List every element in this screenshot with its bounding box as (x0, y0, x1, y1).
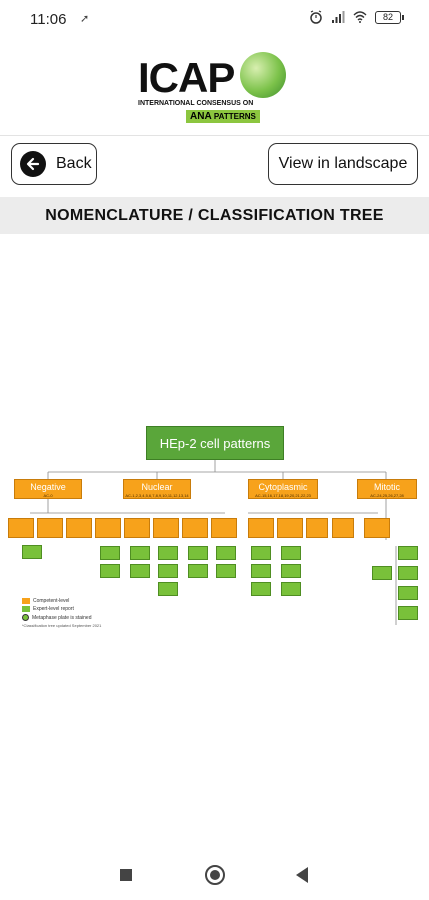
leaf-pattern-node[interactable] (158, 582, 178, 596)
globe-icon (240, 52, 286, 98)
view-landscape-button[interactable]: View in landscape (268, 143, 418, 185)
sub-pattern-node[interactable] (8, 518, 34, 538)
logo-title: ICAP (138, 54, 235, 101)
back-label: Back (56, 155, 92, 172)
leaf-pattern-node[interactable] (130, 564, 150, 578)
leaf-pattern-node[interactable] (216, 564, 236, 578)
sub-pattern-node[interactable] (37, 518, 63, 538)
leaf-pattern-node[interactable] (188, 546, 208, 560)
sub-pattern-node[interactable] (332, 518, 354, 538)
sub-pattern-node[interactable] (306, 518, 328, 538)
legend-label: Metaphase plate is stained (32, 614, 92, 621)
legend-row: Expert-level report (22, 606, 101, 612)
classification-tree[interactable]: HEp-2 cell patterns Negative AC-0 Nuclea… (0, 420, 429, 660)
tree-connectors (30, 460, 397, 625)
legend-swatch-green (22, 606, 30, 612)
logo-ana: ANA (190, 111, 212, 122)
category-label: Mitotic (373, 482, 400, 492)
logo-ana-badge: ANA PATTERNS (186, 110, 260, 123)
legend-label: Competent-level (33, 598, 70, 604)
category-mitotic[interactable]: Mitotic AC-24,25,26,27,28 (357, 479, 417, 499)
leaf-pattern-node[interactable] (281, 564, 301, 578)
category-cytoplasmic[interactable]: Cytoplasmic AC-15,16,17,18,19,20,21,22,2… (248, 479, 318, 499)
leaf-pattern-node[interactable] (188, 564, 208, 578)
status-time: 11:06 (30, 11, 67, 28)
back-triangle-icon[interactable] (296, 867, 308, 883)
landscape-label: View in landscape (278, 155, 408, 172)
signal-icon (332, 11, 345, 23)
leaf-pattern-node[interactable] (372, 566, 392, 580)
alarm-icon (310, 10, 322, 24)
leaf-pattern-node[interactable] (100, 564, 120, 578)
leaf-pattern-node[interactable] (22, 545, 42, 559)
icap-logo: ICAP INTERNATIONAL CONSENSUS ON ANA PATT… (138, 46, 298, 130)
leaf-pattern-node[interactable] (100, 546, 120, 560)
header-divider (0, 135, 429, 136)
sub-pattern-node[interactable] (124, 518, 150, 538)
arrow-left-icon (20, 151, 46, 177)
logo-patterns: PATTERNS (213, 112, 256, 121)
category-codes: AC-1,2,3,4,5,6,7,8,9,10,11,12,13,14 (125, 493, 189, 498)
leaf-pattern-node[interactable] (158, 564, 178, 578)
sub-pattern-node[interactable] (153, 518, 179, 538)
status-icons: 82 (309, 10, 404, 24)
sub-pattern-node[interactable] (182, 518, 208, 538)
battery-icon: 82 (375, 10, 404, 24)
tree-root-node[interactable]: HEp-2 cell patterns (146, 426, 284, 460)
leaf-pattern-node[interactable] (398, 586, 418, 600)
category-label: Cytoplasmic (258, 482, 308, 492)
location-arrow-icon: ➚ (80, 13, 90, 25)
sub-pattern-node[interactable] (66, 518, 92, 538)
leaf-pattern-node[interactable] (398, 566, 418, 580)
leaf-pattern-node[interactable] (398, 606, 418, 620)
sub-pattern-node[interactable] (248, 518, 274, 538)
legend-footnote: *Classification tree updated September 2… (22, 623, 102, 628)
system-nav-bar (0, 850, 429, 900)
category-label: Negative (30, 482, 66, 492)
home-circle-icon[interactable] (205, 865, 225, 885)
leaf-pattern-node[interactable] (281, 546, 301, 560)
leaf-pattern-node[interactable] (251, 582, 271, 596)
category-nuclear[interactable]: Nuclear AC-1,2,3,4,5,6,7,8,9,10,11,12,13… (123, 479, 191, 499)
leaf-pattern-node[interactable] (281, 582, 301, 596)
legend-swatch-orange (22, 598, 30, 604)
legend-label: Expert-level report (33, 606, 74, 612)
tree-legend: Competent-level Expert-level report Meta… (22, 598, 101, 628)
sub-pattern-node[interactable] (211, 518, 237, 538)
leaf-pattern-node[interactable] (398, 546, 418, 560)
category-codes: AC-24,25,26,27,28 (370, 493, 404, 498)
recents-square-icon[interactable] (120, 869, 132, 881)
page-title: NOMENCLATURE / CLASSIFICATION TREE (0, 197, 429, 234)
category-codes: AC-0 (43, 493, 53, 498)
back-button[interactable]: Back (11, 143, 97, 185)
leaf-pattern-node[interactable] (216, 546, 236, 560)
leaf-pattern-node[interactable] (130, 546, 150, 560)
category-codes: AC-15,16,17,18,19,20,21,22,23 (255, 493, 311, 498)
status-bar: 11:06 ➚ 82 (0, 0, 429, 40)
sub-pattern-node[interactable] (277, 518, 303, 538)
category-label: Nuclear (141, 482, 173, 492)
logo-subtitle: INTERNATIONAL CONSENSUS ON (138, 100, 254, 107)
sub-pattern-node[interactable] (95, 518, 121, 538)
sub-pattern-node[interactable] (364, 518, 390, 538)
legend-swatch-circle (22, 614, 29, 621)
legend-row: Metaphase plate is stained (22, 614, 101, 621)
wifi-icon (353, 11, 367, 23)
leaf-pattern-node[interactable] (251, 546, 271, 560)
legend-row: Competent-level (22, 598, 101, 604)
leaf-pattern-node[interactable] (251, 564, 271, 578)
leaf-pattern-node[interactable] (158, 546, 178, 560)
category-negative[interactable]: Negative AC-0 (14, 479, 82, 499)
